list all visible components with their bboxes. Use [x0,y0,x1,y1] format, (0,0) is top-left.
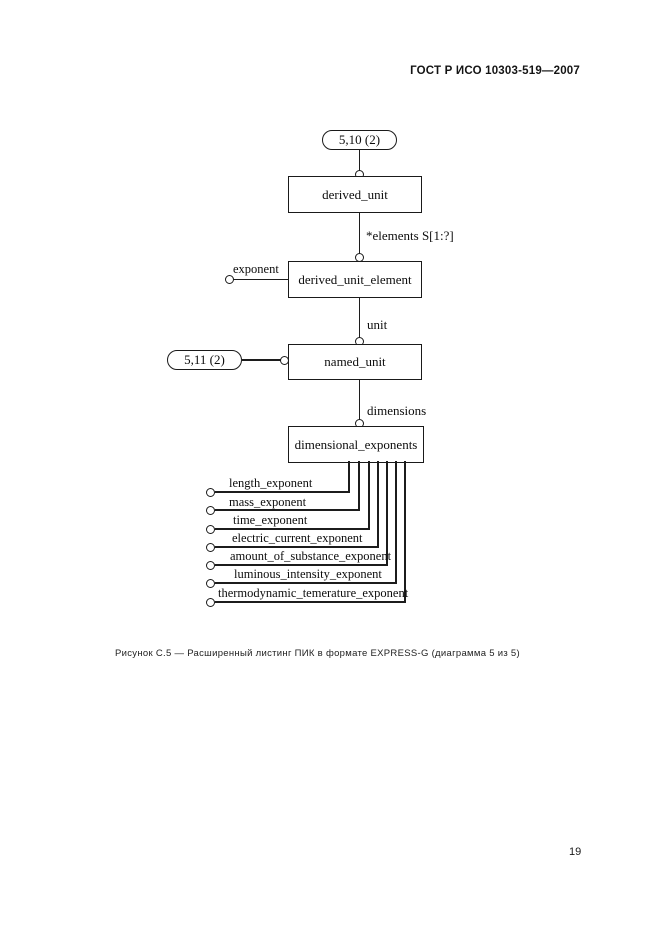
connector-line [358,461,360,511]
connector-line [358,150,360,171]
attribute-label: amount_of_substance_exponent [230,549,392,563]
page-ref-top-label: 5,10 (2) [338,132,381,147]
page-number: 19 [569,846,582,858]
connector-line [404,461,406,603]
attribute-terminal-circle [225,275,234,284]
connector-line [215,564,388,566]
attribute-label: time_exponent [233,513,308,527]
connector-line [386,461,388,566]
page-ref-oval-top: 5,10 (2) [322,130,397,150]
attribute-terminal-circle [206,560,215,570]
attribute-label: thermodynamic_temerature_exponent [218,586,409,600]
document-code-header: ГОСТ Р ИСО 10303-519—2007 [410,65,580,77]
entity-name: dimensional_exponents [294,436,418,452]
connector-line [215,601,406,603]
attribute-terminal-circle [206,524,215,534]
connector-line [215,546,379,548]
page-ref-left-label: 5,11 (2) [184,352,225,367]
entity-box-derived-unit-element: derived_unit_element [288,261,422,298]
connector-line [377,461,379,548]
relation-terminal-circle [279,355,289,365]
entity-name: derived_unit [322,186,388,202]
attribute-label-exponent: exponent [233,262,279,276]
connector-line [358,380,360,420]
connector-line [395,461,397,584]
attribute-terminal-circle [206,578,215,588]
relation-label-elements: *elements S[1:?] [366,228,454,243]
connector-line [242,359,281,361]
attribute-terminal-circle [206,505,215,515]
entity-box-derived-unit: derived_unit [288,176,422,213]
relation-label-dimensions: dimensions [367,403,427,418]
connector-line [215,491,350,493]
entity-name: named_unit [324,354,386,369]
entity-box-dimensional-exponents: dimensional_exponents [288,426,424,463]
entity-box-named-unit: named_unit [288,344,422,380]
connector-line [215,509,360,511]
attribute-label: luminous_intensity_exponent [234,567,382,581]
page-ref-oval-left: 5,11 (2) [167,350,242,370]
connector-line [358,213,360,254]
attribute-terminal-circle [206,597,215,607]
attribute-label: length_exponent [229,476,313,490]
relation-label-unit: unit [367,317,388,332]
connector-line [368,461,370,530]
connector-line [215,528,370,530]
attribute-terminal-circle [206,542,215,552]
connector-line [348,461,350,493]
connector-line [358,298,360,338]
attribute-terminal-circle [206,487,215,497]
attribute-label: electric_current_exponent [232,531,363,545]
connector-line [215,582,397,584]
connector-line [233,278,288,280]
figure-caption: Рисунок С.5 — Расширенный листинг ПИК в … [115,648,520,659]
attribute-label: mass_exponent [229,495,307,509]
entity-name: derived_unit_element [298,271,412,287]
